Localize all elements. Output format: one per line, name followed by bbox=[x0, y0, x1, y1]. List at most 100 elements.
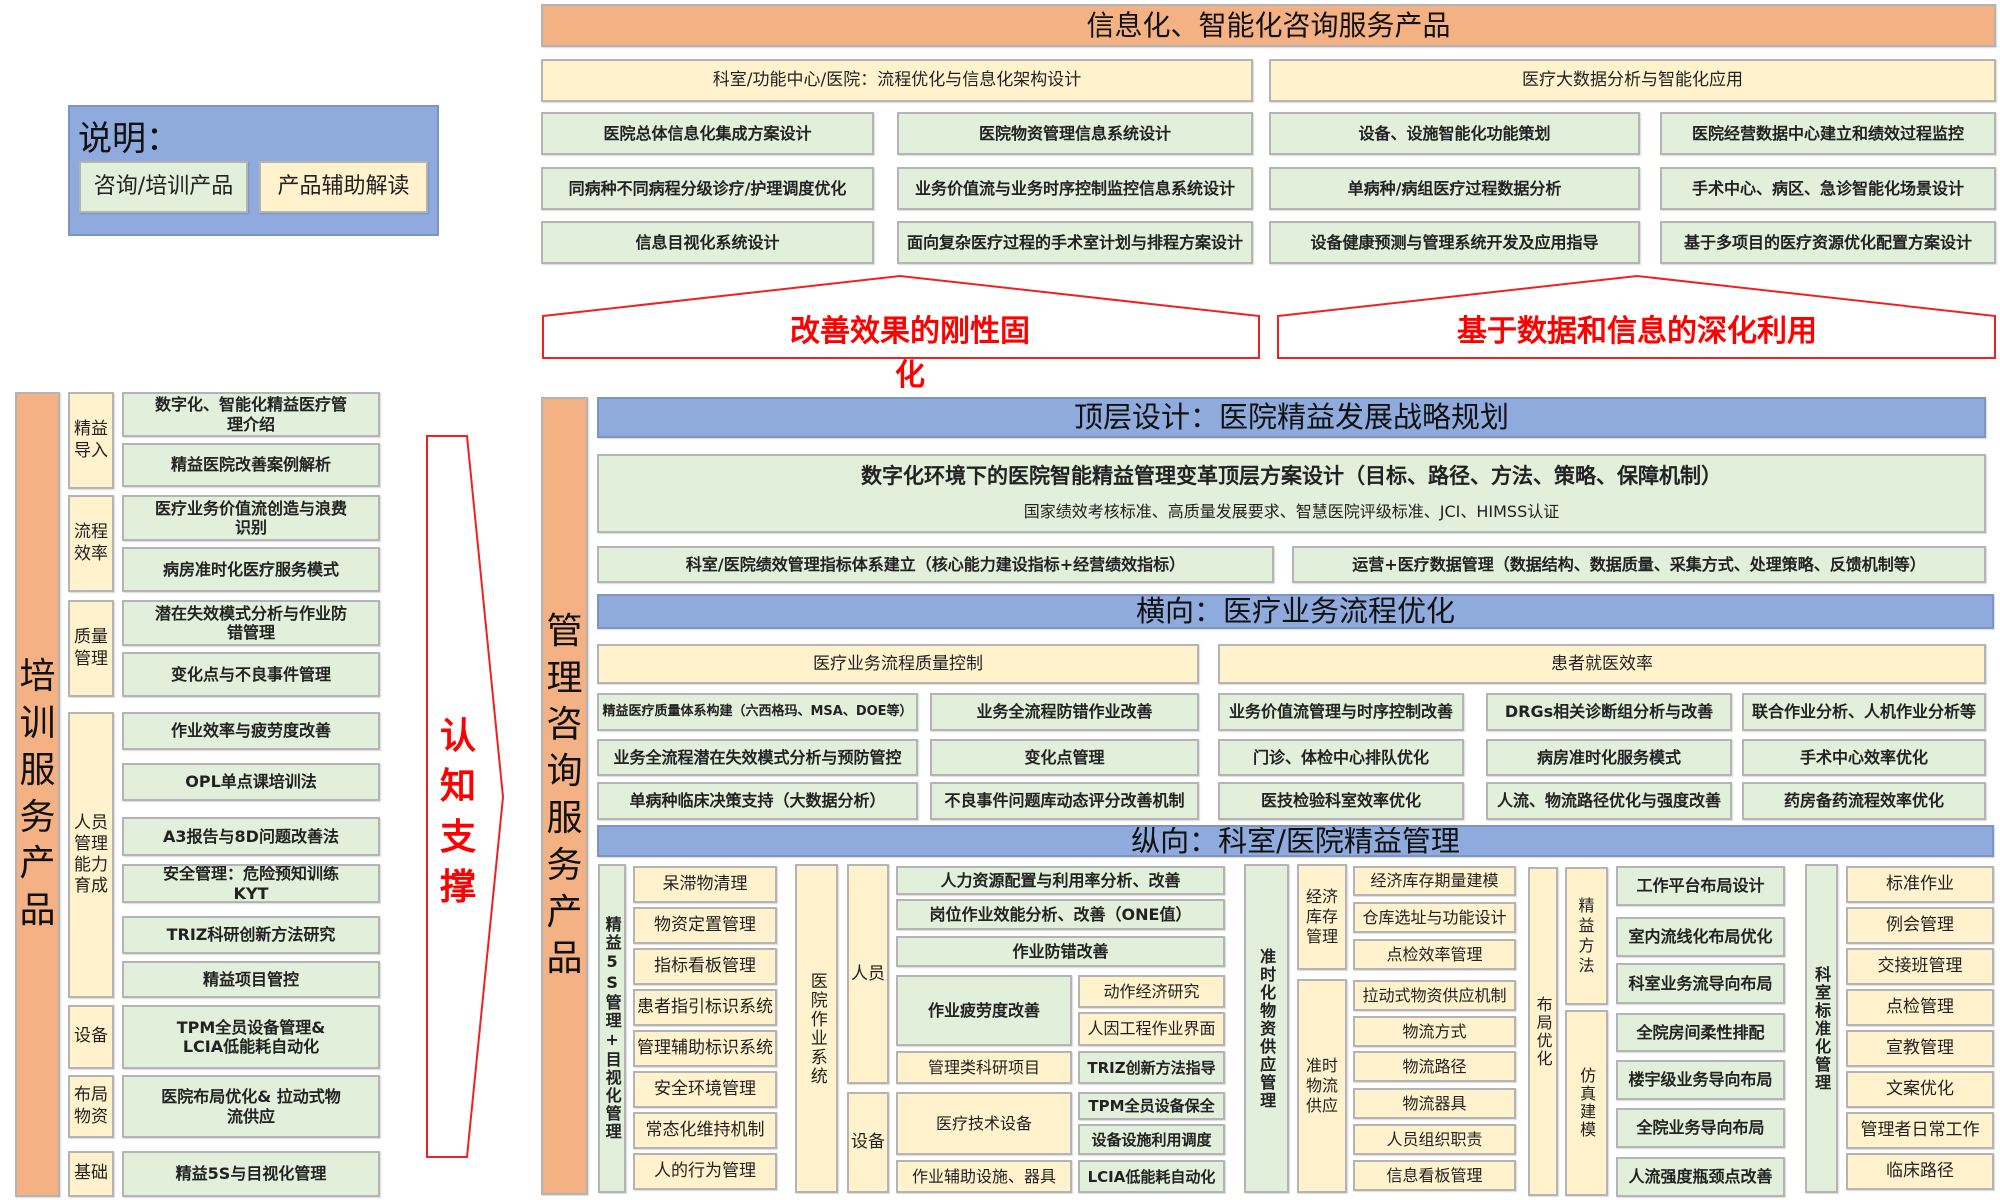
training-category: 基础 bbox=[68, 1151, 114, 1197]
training-item: 作业效率与疲劳度改善 bbox=[122, 712, 380, 750]
info-item: 信息目视化系统设计 bbox=[541, 221, 874, 264]
jit-flow-item: 物流路径 bbox=[1353, 1051, 1516, 1082]
standard-item: 文案优化 bbox=[1846, 1071, 1994, 1108]
effect-house-left bbox=[542, 274, 1260, 359]
econ-inventory-item: 经济库存期量建模 bbox=[1353, 866, 1516, 896]
operation-item: 设备设施利用调度 bbox=[1078, 1124, 1225, 1155]
operation-item: 医疗技术设备 bbox=[896, 1092, 1072, 1155]
horizontal-item: 病房准时化服务模式 bbox=[1486, 739, 1732, 776]
training-category: 质量管理 bbox=[68, 600, 114, 697]
info-item: 医院物资管理信息系统设计 bbox=[897, 112, 1253, 155]
five-s-item: 安全环境管理 bbox=[633, 1071, 777, 1108]
five-s-item: 物资定置管理 bbox=[633, 907, 777, 944]
top-design-title: 顶层设计：医院精益发展战略规划 bbox=[597, 397, 1986, 438]
training-item: TRIZ科研创新方法研究 bbox=[122, 916, 380, 954]
layout-item: 室内流线化布局优化 bbox=[1616, 917, 1785, 957]
five-s-item: 常态化维持机制 bbox=[633, 1112, 777, 1149]
horizontal-item: 手术中心效率优化 bbox=[1742, 739, 1986, 776]
top-design-item: 运营+医疗数据管理（数据结构、数据质量、采集方式、处理策略、反馈机制等） bbox=[1292, 546, 1986, 583]
horizontal-item: 业务全流程潜在失效模式分析与预防管控 bbox=[597, 739, 918, 776]
five-s-item: 指标看板管理 bbox=[633, 948, 777, 985]
cognitive-support-label: 认知支撑 bbox=[439, 716, 476, 909]
top-design-main-box bbox=[597, 454, 1986, 533]
econ-inventory-label: 经济库存管理 bbox=[1297, 864, 1347, 970]
five-s-item: 管理辅助标识系统 bbox=[633, 1030, 777, 1067]
jit-flow-item: 物流方式 bbox=[1353, 1016, 1516, 1047]
operation-system-label: 医院作业系统 bbox=[795, 864, 838, 1193]
standard-item: 点检管理 bbox=[1846, 989, 1994, 1026]
five-s-item: 人的行为管理 bbox=[633, 1153, 777, 1190]
layout-item: 全院房间柔性排配 bbox=[1616, 1013, 1785, 1052]
standard-item: 交接班管理 bbox=[1846, 948, 1994, 985]
info-consulting-title: 信息化、智能化咨询服务产品 bbox=[541, 4, 1996, 47]
info-item: 同病种不同病程分级诊疗/护理调度优化 bbox=[541, 167, 874, 210]
info-category: 科室/功能中心/医院：流程优化与信息化架构设计 bbox=[541, 59, 1253, 102]
operation-item: 人力资源配置与利用率分析、改善 bbox=[896, 866, 1225, 895]
layout-item: 人流强度瓶颈点改善 bbox=[1616, 1157, 1785, 1197]
horizontal-item: 单病种临床决策支持（大数据分析） bbox=[597, 782, 918, 820]
management-title: 管理咨询服务产品 bbox=[541, 397, 588, 1195]
operation-item: LCIA低能耗自动化 bbox=[1078, 1160, 1225, 1193]
training-item: 潜在失效模式分析与作业防错管理 bbox=[122, 600, 380, 646]
horizontal-item: 药房备药流程效率优化 bbox=[1742, 782, 1986, 820]
legend: 说明： 咨询/培训产品 产品辅助解读 bbox=[68, 105, 439, 236]
operation-item: 作业辅助设施、器具 bbox=[896, 1160, 1072, 1193]
layout-item: 楼宇级业务导向布局 bbox=[1616, 1060, 1785, 1100]
horizontal-item: 门诊、体检中心排队优化 bbox=[1218, 739, 1464, 776]
training-item: TPM全员设备管理& LCIA低能耗自动化 bbox=[122, 1005, 380, 1069]
horizontal-title: 横向：医疗业务流程优化 bbox=[597, 594, 1994, 629]
training-category: 设备 bbox=[68, 1005, 114, 1069]
training-item: 病房准时化医疗服务模式 bbox=[122, 547, 380, 592]
standard-item: 管理者日常工作 bbox=[1846, 1112, 1994, 1149]
standard-item: 宣教管理 bbox=[1846, 1030, 1994, 1067]
legend-title: 说明： bbox=[78, 119, 180, 159]
info-item: 设备健康预测与管理系统开发及应用指导 bbox=[1269, 221, 1640, 264]
operation-item: TRIZ创新方法指导 bbox=[1078, 1051, 1225, 1084]
training-title: 培训服务产品 bbox=[15, 392, 60, 1197]
equipment-label: 设备 bbox=[847, 1092, 889, 1193]
jit-flow-item: 人员组织职责 bbox=[1353, 1124, 1516, 1155]
horizontal-group: 医疗业务流程质量控制 bbox=[597, 644, 1199, 684]
econ-inventory-item: 点检效率管理 bbox=[1353, 939, 1516, 970]
effect-house-right bbox=[1277, 274, 1996, 359]
personnel-label: 人员 bbox=[847, 864, 889, 1084]
horizontal-group: 患者就医效率 bbox=[1218, 644, 1986, 684]
info-item: 设备、设施智能化功能策划 bbox=[1269, 112, 1640, 155]
standard-item: 例会管理 bbox=[1846, 907, 1994, 944]
training-category: 人员管理能力育成 bbox=[68, 712, 114, 998]
standard-item: 临床路径 bbox=[1846, 1153, 1994, 1190]
jit-flow-item: 信息看板管理 bbox=[1353, 1160, 1516, 1191]
info-item: 手术中心、病区、急诊智能化场景设计 bbox=[1660, 167, 1996, 210]
layout-item: 全院业务导向布局 bbox=[1616, 1108, 1785, 1148]
info-item: 基于多项目的医疗资源优化配置方案设计 bbox=[1660, 221, 1996, 264]
econ-inventory-item: 仓库选址与功能设计 bbox=[1353, 902, 1516, 933]
operation-item: 作业疲劳度改善 bbox=[896, 975, 1072, 1046]
cognitive-support-arrow bbox=[426, 435, 505, 1158]
operation-item: 动作经济研究 bbox=[1078, 975, 1225, 1008]
layout-label: 布局优化 bbox=[1528, 867, 1558, 1196]
layout-item: 工作平台布局设计 bbox=[1616, 866, 1785, 906]
top-design-main: 数字化环境下的医院智能精益管理变革顶层方案设计（目标、路径、方法、策略、保障机制… bbox=[861, 464, 1722, 489]
horizontal-item: DRGs相关诊断组分析与改善 bbox=[1486, 693, 1732, 731]
horizontal-item: 业务全流程防错作业改善 bbox=[930, 693, 1199, 731]
horizontal-item: 不良事件问题库动态评分改善机制 bbox=[930, 782, 1199, 820]
training-category: 精益导入 bbox=[68, 392, 114, 489]
standard-label: 科室标准化管理 bbox=[1805, 864, 1838, 1193]
operation-item: TPM全员设备保全 bbox=[1078, 1092, 1225, 1120]
info-item: 面向复杂医疗过程的手术室计划与排程方案设计 bbox=[897, 221, 1253, 264]
legend-auxiliary: 产品辅助解读 bbox=[259, 161, 428, 213]
horizontal-item: 变化点管理 bbox=[930, 739, 1199, 776]
training-category: 流程效率 bbox=[68, 495, 114, 592]
standard-item: 标准作业 bbox=[1846, 866, 1994, 903]
vertical-title: 纵向：科室/医院精益管理 bbox=[597, 825, 1994, 857]
operation-item: 作业防错改善 bbox=[896, 936, 1225, 967]
training-item: 数字化、智能化精益医疗管理介绍 bbox=[122, 392, 380, 437]
five-s-item: 患者指引标识系统 bbox=[633, 989, 777, 1026]
info-item: 单病种/病组医疗过程数据分析 bbox=[1269, 167, 1640, 210]
info-category: 医疗大数据分析与智能化应用 bbox=[1269, 59, 1996, 102]
info-item: 医院经营数据中心建立和绩效过程监控 bbox=[1660, 112, 1996, 155]
training-item: 安全管理：危险预知训练KYT bbox=[122, 864, 380, 903]
training-category: 布局物资 bbox=[68, 1075, 114, 1138]
